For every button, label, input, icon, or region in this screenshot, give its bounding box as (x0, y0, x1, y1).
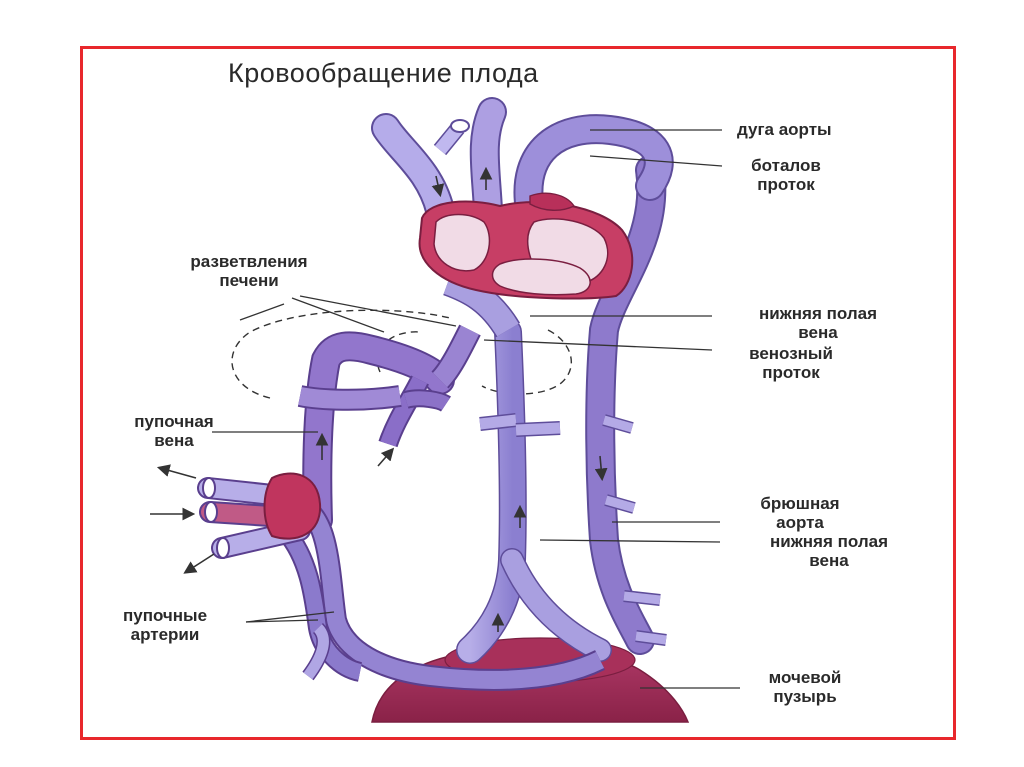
label-liver-branches: разветвления печени (146, 252, 352, 290)
aortic-arch (371, 97, 674, 225)
label-liver-branches-line1: разветвления (190, 252, 308, 271)
umbilical-vein (297, 324, 481, 535)
label-ductus-venosus: венозный проток (716, 344, 866, 382)
label-abdominal-aorta-line2: аорта (776, 513, 824, 532)
leader-lines (212, 129, 740, 689)
label-aortic-arch: дуга аорты (737, 120, 832, 139)
label-ivc-upper-line1: нижняя полая (758, 304, 877, 323)
label-ivc-lower-line2: вена (809, 551, 849, 570)
label-bladder: мочевой пузырь (742, 668, 868, 706)
flow-arrows (150, 166, 608, 632)
label-ductus-botalli-line2: проток (757, 175, 815, 194)
label-ivc-upper: нижняя полая вена (715, 304, 921, 342)
abdominal-aorta (585, 155, 667, 655)
label-umbilical-arteries-line2: артерии (130, 625, 200, 644)
label-bladder-line1: мочевой (768, 668, 842, 687)
label-abdominal-aorta-line1: брюшная (760, 494, 840, 513)
label-umbilical-vein: пупочная вена (104, 412, 244, 450)
label-aortic-arch-text: дуга аорты (737, 120, 832, 139)
label-umbilical-arteries-line1: пупочные (122, 606, 208, 625)
label-ivc-lower: нижняя полая вена (726, 532, 932, 570)
label-umbilical-arteries: пупочные артерии (90, 606, 240, 644)
label-ductus-venosus-line2: проток (762, 363, 820, 382)
label-ductus-botalli: боталов проток (734, 156, 838, 194)
label-umbilical-vein-line1: пупочная (134, 412, 214, 431)
label-abdominal-aorta: брюшная аорта (728, 494, 872, 532)
label-liver-branches-line2: печени (219, 271, 279, 290)
label-ductus-botalli-line1: боталов (751, 156, 821, 175)
label-bladder-line2: пузырь (773, 687, 837, 706)
umbilical-arteries (278, 498, 605, 691)
label-ivc-upper-line2: вена (798, 323, 838, 342)
heart (418, 192, 634, 300)
label-ductus-venosus-line1: венозный (749, 344, 833, 363)
label-ivc-lower-line1: нижняя полая (769, 532, 888, 551)
umbilical-cord (197, 472, 322, 559)
label-umbilical-vein-line2: вена (154, 431, 194, 450)
diagram-title: Кровообращение плода (228, 58, 539, 88)
